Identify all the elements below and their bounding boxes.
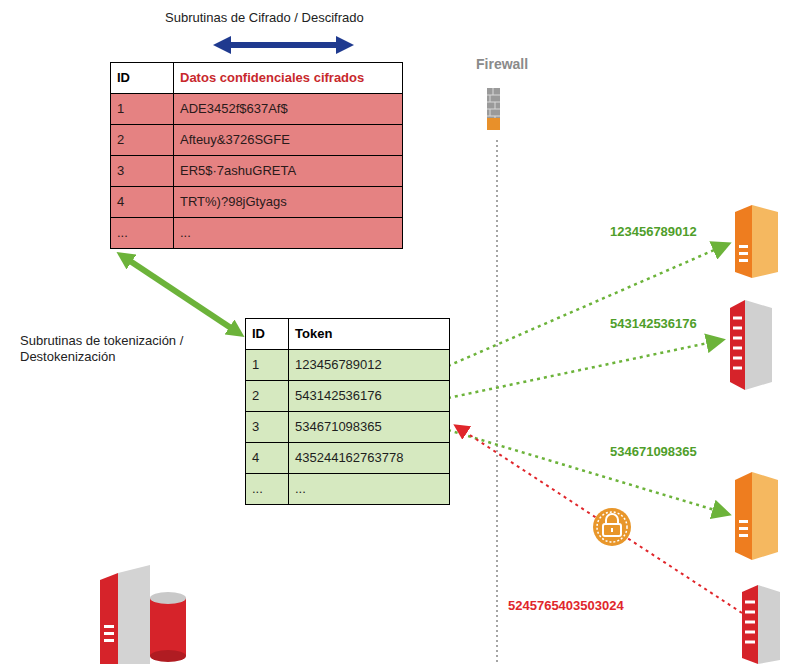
table-cell: 543142536176	[289, 381, 449, 412]
table-cell: 534671098365	[289, 412, 449, 443]
table-cell: 1	[111, 94, 174, 125]
table-cell: ADE3452f$637Af$	[174, 94, 402, 125]
table-cell: 435244162763778	[289, 443, 449, 474]
double-arrow	[222, 42, 345, 48]
table-cell: 2	[246, 381, 289, 412]
table-cell: TRT%)?98jGtyags	[174, 187, 402, 218]
table-cell: 123456789012	[289, 350, 449, 381]
token-arrow	[448, 340, 722, 398]
table-cell: ...	[174, 218, 402, 248]
table-cell: 4	[246, 443, 289, 474]
card-number-label: 5245765403503024	[508, 598, 624, 614]
table-cell: ...	[246, 474, 289, 504]
data-table: IDToken112345678901225431425361763534671…	[245, 318, 450, 505]
token-arrow	[448, 244, 728, 366]
server-icon	[735, 472, 778, 560]
data-table: IDDatos confidenciales cifrados1ADE3452f…	[110, 62, 403, 249]
lock-icon	[593, 508, 631, 546]
edge-label: Subrutinas de tokenización / Destokeniza…	[20, 333, 235, 365]
table-cell: 4	[111, 187, 174, 218]
table-cell: 1	[246, 350, 289, 381]
request-arrow	[456, 426, 742, 613]
firewall-icon	[487, 88, 500, 130]
token-label: 123456789012	[610, 224, 697, 240]
table-cell: ...	[111, 218, 174, 248]
table-header: Token	[289, 319, 449, 350]
server-icon	[735, 205, 778, 278]
table-cell: ER5$·7ashuGRETA	[174, 156, 402, 187]
table-header: ID	[246, 319, 289, 350]
table-header: Datos confidenciales cifrados	[174, 63, 402, 94]
table-cell: 3	[111, 156, 174, 187]
table-cell: 3	[246, 412, 289, 443]
double-arrow-connector	[124, 257, 237, 332]
table-cell: 2	[111, 125, 174, 156]
caption-label: Subrutinas de Cifrado / Descifrado	[165, 10, 364, 26]
table-cell: Afteuy&3726SGFE	[174, 125, 402, 156]
server-icon	[742, 585, 780, 664]
token-arrow	[448, 430, 728, 514]
table-cell: ...	[289, 474, 449, 504]
database-server-icon	[100, 565, 186, 664]
table-header: ID	[111, 63, 174, 94]
firewall-label: Firewall	[476, 56, 528, 72]
token-label: 543142536176	[610, 316, 697, 332]
server-icon	[730, 300, 772, 390]
firewall-line	[496, 140, 498, 664]
token-label: 534671098365	[610, 444, 697, 460]
